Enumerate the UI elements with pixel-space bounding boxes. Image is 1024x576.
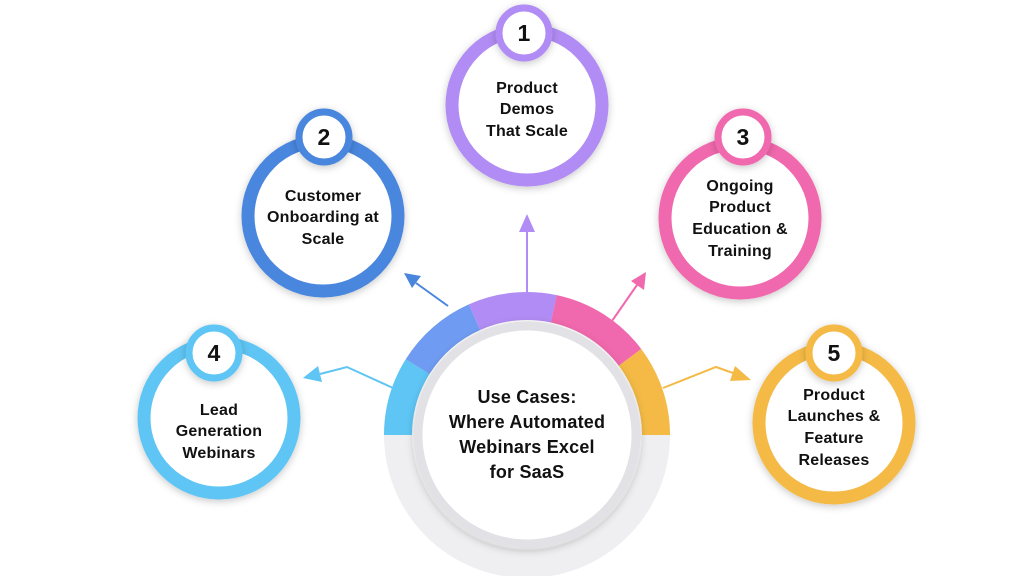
use-case-5-label-line-3: Feature xyxy=(804,430,864,447)
arrowhead-3 xyxy=(631,272,646,290)
use-case-2-label-line-1: Customer xyxy=(284,187,362,205)
use-case-1-label-line-3: That Scale xyxy=(485,122,569,140)
center-title-line-2: Where Automated xyxy=(448,411,606,432)
use-case-2-number: 2 xyxy=(317,123,331,150)
use-case-4-label: Lead Generation Webinars xyxy=(154,380,284,484)
arrowhead-1 xyxy=(519,214,535,232)
use-case-4-node xyxy=(137,324,301,500)
arrowhead-2 xyxy=(404,273,421,288)
center-title-line-3: Webinars Excel xyxy=(459,437,595,457)
center-title-line-4: for SaaS xyxy=(489,462,565,483)
use-case-4-number: 4 xyxy=(207,339,221,366)
arrowhead-5 xyxy=(730,366,751,381)
center-title: Use Cases: Where Automated Webinars Exce… xyxy=(437,365,617,505)
central-hub xyxy=(384,292,670,576)
use-case-3-label-line-2: Product xyxy=(709,199,771,217)
use-case-3-badge xyxy=(714,108,772,166)
use-case-5-badge xyxy=(805,324,863,382)
arrowhead-4 xyxy=(303,366,322,382)
use-case-3-label-line-4: Training xyxy=(708,242,772,260)
use-case-3-label-line-1: Ongoing xyxy=(706,177,774,195)
connector-arrow-3 xyxy=(611,284,638,322)
use-case-3-number: 3 xyxy=(736,123,750,150)
use-case-3-node xyxy=(658,108,822,300)
use-case-2-badge xyxy=(295,108,353,166)
hub-arc-customer-onboarding xyxy=(405,304,481,375)
hub-arc-product-education xyxy=(550,295,642,367)
use-case-1-node xyxy=(445,4,609,187)
use-case-4-label-line-1: Lead xyxy=(199,401,239,419)
connector-arrow-4 xyxy=(319,365,394,389)
hub-arc-product-launches xyxy=(618,348,670,436)
use-case-2-node xyxy=(241,108,405,298)
hub-colored-arcs xyxy=(384,292,670,436)
hub-arc-product-demos xyxy=(468,292,557,331)
use-case-5-number: 5 xyxy=(827,339,841,366)
center-title-line-1: Use Cases: xyxy=(477,386,577,407)
use-case-4-label-line-3: Webinars xyxy=(182,444,256,462)
use-case-2-label-line-2: Onboarding at xyxy=(267,209,379,227)
connector-arrows xyxy=(303,214,751,389)
use-case-1-badge xyxy=(495,4,553,62)
use-case-5-label: Product Launches & Feature Releases xyxy=(769,373,899,483)
use-case-3-label: Ongoing Product Education & Training xyxy=(675,164,805,274)
use-case-3-label-line-3: Education & xyxy=(692,221,788,238)
connector-arrow-5 xyxy=(662,365,734,389)
use-case-4-label-line-2: Generation xyxy=(175,423,263,441)
use-case-5-label-line-4: Releases xyxy=(798,451,870,469)
use-case-4-badge xyxy=(185,324,243,382)
hub-disc xyxy=(413,321,641,549)
use-case-2-label-line-3: Scale xyxy=(301,230,345,248)
use-case-5-label-line-1: Product xyxy=(803,386,865,404)
use-case-1-label: Product Demos That Scale xyxy=(462,58,592,162)
use-case-5-node xyxy=(752,324,916,505)
use-case-1-label-line-2: Demos xyxy=(499,101,555,119)
use-case-5-label-line-2: Launches & xyxy=(787,408,881,426)
connector-arrow-2 xyxy=(415,282,449,307)
use-case-2-label: Customer Onboarding at Scale xyxy=(258,166,388,270)
use-case-1-number: 1 xyxy=(517,19,531,46)
hub-arc-lead-generation xyxy=(384,359,430,436)
use-case-1-label-line-1: Product xyxy=(496,79,558,97)
